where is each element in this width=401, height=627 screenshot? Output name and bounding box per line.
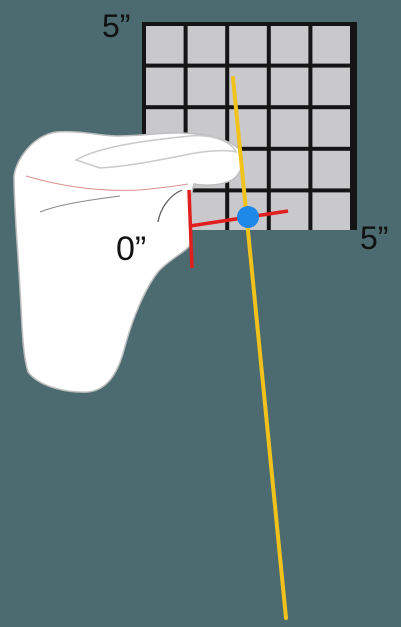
- grid-cell: [271, 109, 309, 147]
- intersection-point: [237, 206, 259, 228]
- grid-cell: [312, 192, 350, 230]
- grid-cell: [312, 109, 350, 147]
- grid-right-label: 5”: [360, 222, 388, 254]
- grid-top-label: 5”: [102, 10, 130, 42]
- grid-cell: [312, 68, 350, 106]
- origin-label: 0”: [116, 232, 146, 266]
- grid-cell: [271, 26, 309, 64]
- grid-cell: [312, 26, 350, 64]
- grid-cell: [229, 26, 267, 64]
- grid-cell: [188, 26, 226, 64]
- grid-cell: [146, 68, 184, 106]
- grid-cell: [146, 26, 184, 64]
- grid-cell: [312, 151, 350, 189]
- grid-cell: [188, 68, 226, 106]
- grid-cell: [271, 151, 309, 189]
- grid-cell: [271, 68, 309, 106]
